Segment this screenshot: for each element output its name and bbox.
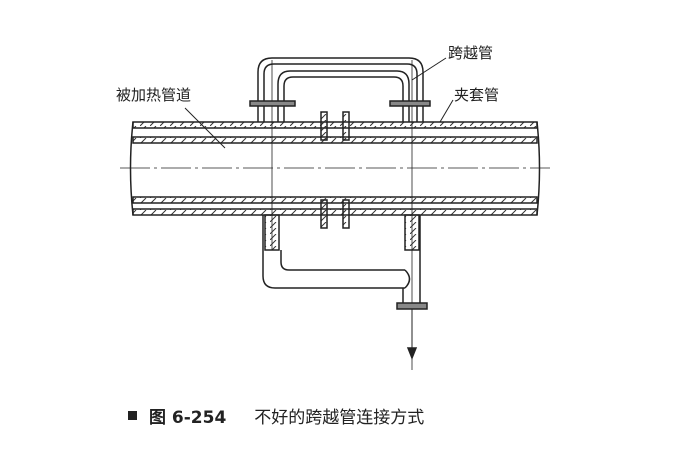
flange [320, 111, 350, 229]
label-heated-pipe: 被加热管道 [116, 86, 192, 104]
bypass-pipe [249, 57, 431, 122]
heated-pipe [129, 121, 541, 216]
label-jacket-pipe: 夹套管 [454, 86, 500, 104]
bullet-square-icon [128, 411, 137, 420]
label-bypass-pipe: 跨越管 [448, 44, 494, 62]
drain-pipe [262, 214, 428, 361]
figure-number: 图 6-254 [149, 408, 227, 428]
figure-caption: 图 6-254 不好的跨越管连接方式 [128, 403, 424, 428]
figure-title: 不好的跨越管连接方式 [254, 408, 425, 428]
